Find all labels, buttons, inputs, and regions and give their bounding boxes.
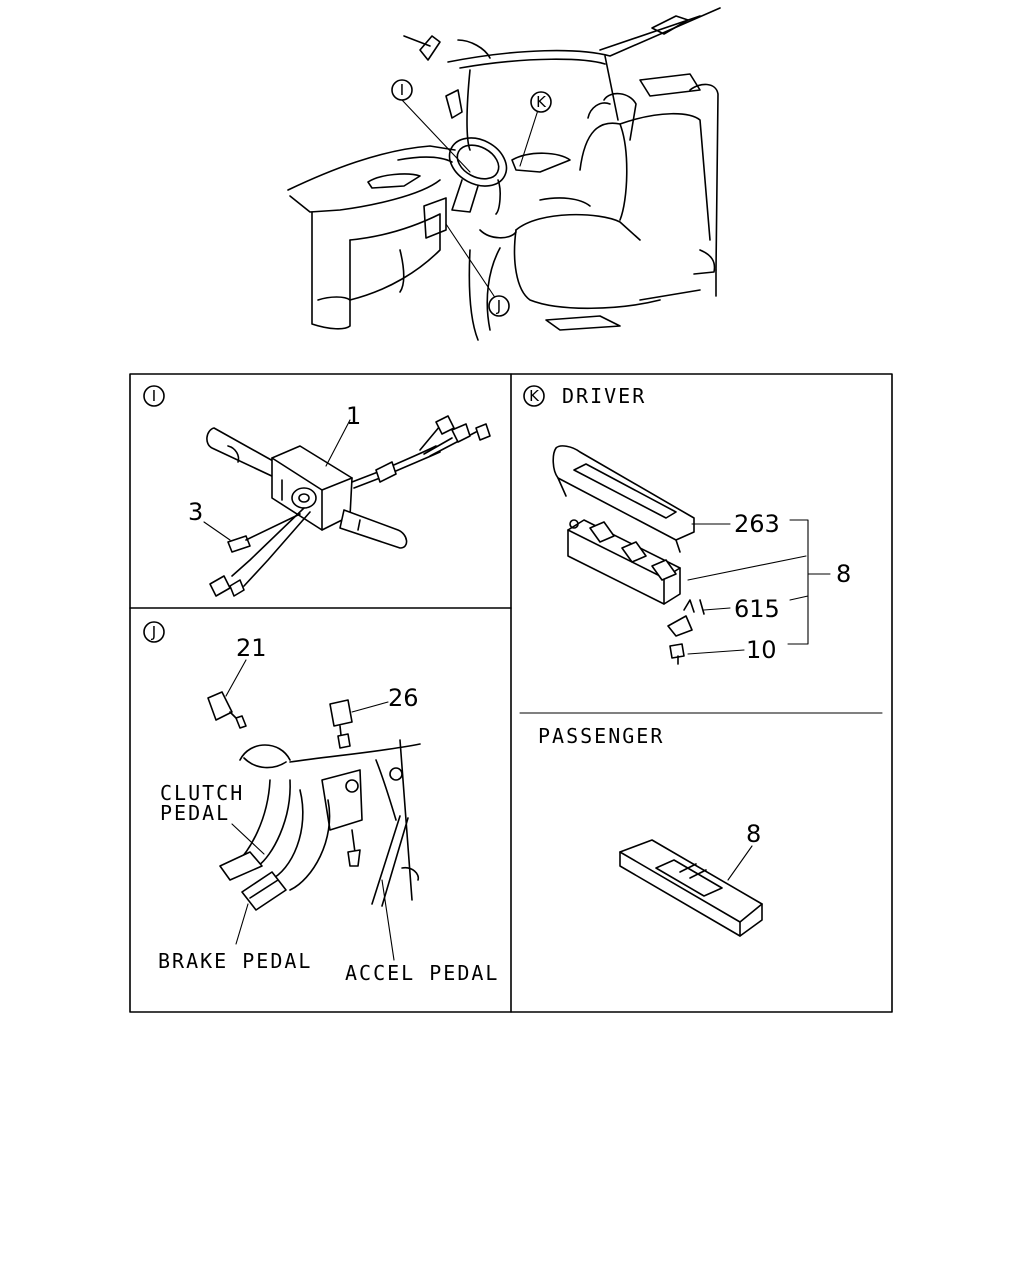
panel-j: J — [143, 621, 499, 985]
clutch-pedal-label-line1: CLUTCH — [160, 781, 244, 805]
combination-switch-drawing — [206, 415, 491, 597]
panel-frames — [129, 373, 893, 1013]
part-10-label: 10 — [746, 636, 777, 664]
driver-switch-drawing — [552, 445, 705, 665]
callout-j-circle — [488, 295, 510, 317]
panel-k-tag-circle — [523, 385, 545, 407]
callout-i-label: I — [400, 81, 404, 99]
part-1-label: 1 — [346, 402, 361, 430]
part-26-label: 26 — [388, 684, 419, 712]
part-615-label: 615 — [734, 595, 780, 623]
accel-pedal-label: ACCEL PEDAL — [345, 961, 499, 985]
panel-j-tag: J — [151, 623, 156, 641]
brake-pedal-label: BRAKE PEDAL — [158, 949, 312, 973]
part-263-label: 263 — [734, 510, 780, 538]
panel-i: I — [143, 385, 491, 597]
panel-i-tag-circle — [143, 385, 165, 407]
part-8-label-passenger: 8 — [746, 820, 761, 848]
callout-k-circle — [530, 91, 552, 113]
panel-k-tag: K — [529, 387, 540, 405]
part-21-label: 21 — [236, 634, 267, 662]
passenger-switch-drawing — [619, 839, 763, 937]
callout-j-label: J — [496, 297, 501, 315]
part-3-label: 3 — [188, 498, 203, 526]
clutch-pedal-label-line2: PEDAL — [160, 801, 230, 825]
panel-j-tag-circle — [143, 621, 165, 643]
panel-i-tag: I — [152, 387, 156, 405]
callout-i-circle — [391, 79, 413, 101]
part-8-label-driver: 8 — [836, 560, 851, 588]
pedal-assembly-drawing — [207, 691, 421, 911]
callout-k-label: K — [536, 93, 547, 111]
panel-k: K DRIVER 263 615 — [523, 384, 851, 665]
passenger-title: PASSENGER — [538, 724, 664, 748]
panel-passenger: PASSENGER 8 — [538, 724, 763, 937]
cab-interior-overview: I K J — [287, 7, 721, 341]
driver-title: DRIVER — [562, 384, 646, 408]
